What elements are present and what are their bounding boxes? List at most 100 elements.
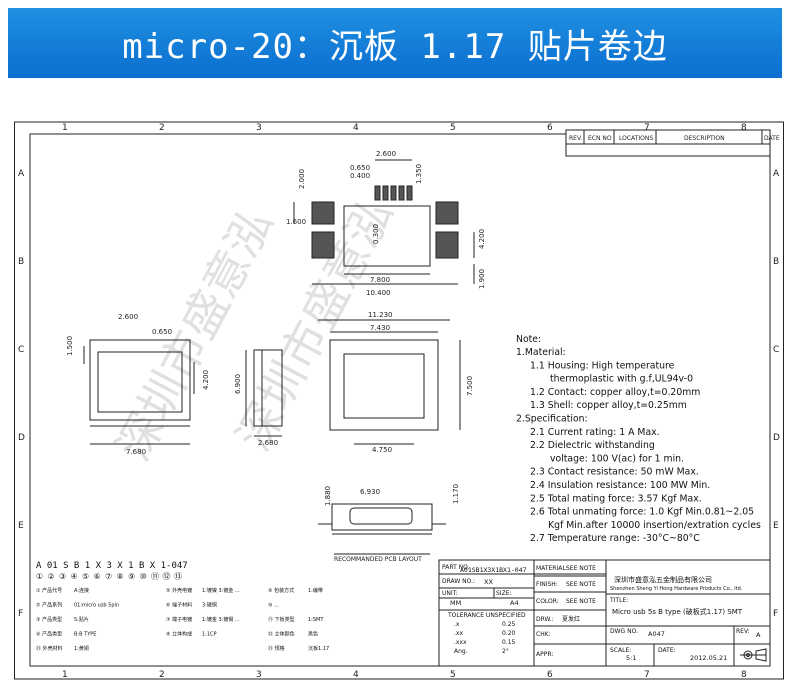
legend-cell: B:B TYPE [74, 632, 96, 638]
dwg-no-value: A047 [648, 630, 665, 638]
pcb-view [318, 503, 446, 555]
note-line: 2.2 Dielectric withstanding [530, 440, 655, 451]
legend-cell: 1:1CP [202, 632, 217, 638]
note-line: 1.2 Contact: copper alloy,t=0.20mm [530, 387, 700, 398]
code-circle: ⑫ [163, 572, 171, 581]
rev-label: REV: [736, 628, 750, 635]
dim-0-400-top: 0.400 [350, 172, 370, 180]
legend-cell: 沉板1.17 [308, 645, 329, 652]
banner: micro-20：沉板 1.17 贴片卷边 [0, 0, 790, 84]
legend-cell: ② 产品系列 [36, 602, 62, 609]
dim-7-800-top: 7.800 [370, 276, 390, 284]
dim-0-650-top: 0.650 [350, 164, 370, 172]
projection-symbol [740, 648, 767, 662]
column-label: 2 [159, 670, 165, 680]
appr-label: APPR: [536, 651, 553, 658]
legend-cell: ⑨ 包装方式 [268, 587, 294, 594]
side-view-middle [245, 349, 283, 437]
rev-value: A [756, 631, 761, 639]
dim-2-600-top: 2.600 [376, 150, 396, 158]
inner-frame [29, 133, 771, 667]
code-circle: ② [48, 572, 55, 581]
dim-0-650-side: 0.650 [152, 328, 172, 336]
color-value: SEE NOTE [566, 598, 596, 605]
dim-4-200-top: 4.200 [478, 229, 486, 249]
dim-2-600-side: 2.600 [118, 313, 138, 321]
legend-cell: ④ 产品类型 [36, 631, 62, 638]
drawn-value: 夏发红 [562, 615, 580, 623]
row-label: F [773, 609, 778, 619]
size-label: SIZE: [496, 590, 512, 597]
column-label: 8 [741, 670, 747, 680]
legend-cell: ⑥ 端子材料 [166, 602, 192, 609]
tolerance-key: .xx [454, 630, 463, 637]
column-label: 3 [256, 670, 262, 680]
part-code-string: A 01 S B 1 X 3 X 1 B X 1-047 [36, 561, 188, 571]
note-line: 1.3 Shell: copper alloy,t=0.25mm [530, 400, 687, 411]
column-label: 5 [450, 123, 456, 133]
code-circle: ④ [71, 572, 78, 581]
row-label: C [773, 345, 779, 355]
date-value: 2012.05.21 [690, 654, 727, 662]
row-label: D [773, 433, 780, 443]
size-value: A4 [510, 599, 519, 607]
tolerance-value: 0.15 [502, 639, 516, 646]
code-circle: ⑦ [105, 572, 112, 581]
column-label: 6 [547, 123, 553, 133]
pcb-layout-label: RECOMMANDED PCB LAYOUT [334, 556, 422, 563]
date-header: DATE [764, 135, 780, 142]
date-label: DATE: [658, 647, 676, 654]
dim-1-900-top: 1.900 [478, 269, 486, 289]
note-line: 2.6 Total unmating force: 1.0 Kgf Min.0.… [530, 507, 754, 518]
dim-4-750-front: 4.750 [372, 446, 392, 454]
note-line: thermoplastic with g.f,UL94v-0 [550, 374, 693, 385]
dim-1-350-top: 1.350 [415, 164, 423, 184]
column-label: 4 [353, 670, 359, 680]
legend-cell: 1:SMT [308, 617, 324, 623]
dim-1-600-top: 1.600 [286, 218, 306, 226]
locations-header: LOCATIONS [619, 135, 653, 142]
note-line: 1.1 Housing: High temperature [530, 360, 675, 371]
row-label: A [773, 169, 780, 179]
legend-cell: ① 产品代号 [36, 587, 62, 594]
draw-no-label: DRAW NO.: [442, 578, 475, 585]
column-label: 1 [62, 670, 68, 680]
dim-2-000-top: 2.000 [298, 169, 306, 189]
title-block [438, 559, 771, 667]
code-circle: ⑤ [82, 572, 89, 581]
scale-value: 5:1 [626, 654, 636, 662]
note-line: 1.Material: [516, 347, 566, 358]
legend-cell: ⑤ 外壳电镀 [166, 587, 192, 594]
legend-cell: 1:镀镍 3:镀金 ... [202, 587, 240, 594]
dim-11-230-front: 11.230 [368, 311, 393, 319]
revision-table: REV. ECN NO LOCATIONS DESCRIPTION DATE [565, 129, 780, 157]
check-label: CHK: [536, 631, 551, 638]
column-label: 7 [644, 670, 650, 680]
dim-1-170-pcb: 1.170 [452, 484, 460, 504]
note-line: 2.Specification: [516, 414, 588, 425]
banner-title: micro-20：沉板 1.17 贴片卷边 [122, 26, 668, 67]
code-circle: ① [36, 572, 43, 581]
legend-cell: 1:编带 [308, 587, 323, 594]
legend-cell: 黑色 [308, 631, 318, 638]
part-no-value: A01SB1X3X1BX1-047 [460, 566, 527, 574]
legend-cell: ⑬ 外壳材料 [36, 645, 63, 652]
draw-no-value: XX [484, 578, 493, 586]
note-line: Kgf Min.after 10000 insertion/extration … [548, 520, 761, 531]
dim-6-930-pcb: 6.930 [360, 488, 380, 496]
dim-7-680-side: 7.680 [126, 448, 146, 456]
tolerance-label: TOLERANCE UNSPECIFIED [447, 612, 526, 619]
code-circle: ③ [59, 572, 66, 581]
material-value: SEE NOTE [566, 565, 596, 572]
row-label: C [18, 345, 24, 355]
note-line: 2.7 Temperature range: -30°C~80°C [530, 533, 700, 544]
tolerance-value: 0.25 [502, 621, 516, 628]
ecn-header: ECN NO [588, 135, 612, 142]
column-label: 7 [644, 123, 650, 133]
notes-heading: Note: [516, 334, 541, 345]
legend-cell: ⑪ 下板类型 [268, 616, 295, 623]
legend-cell: ⑬ 规格 [268, 645, 285, 652]
unit-value: MM [450, 599, 461, 607]
legend-cell: 1:黄铜 [74, 645, 89, 652]
